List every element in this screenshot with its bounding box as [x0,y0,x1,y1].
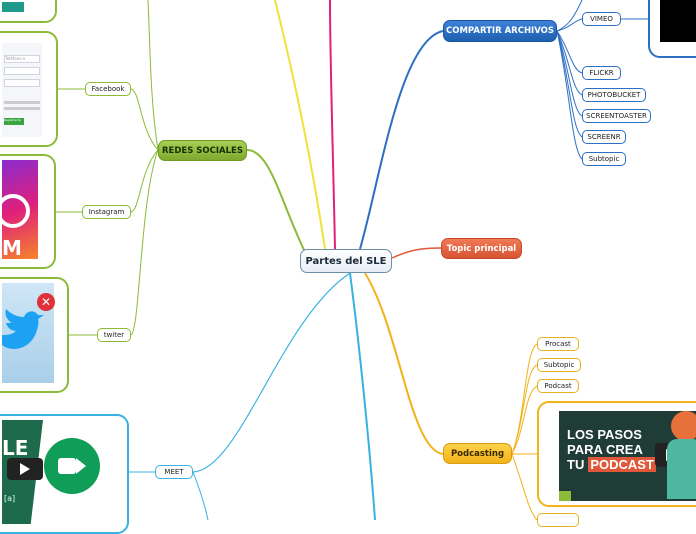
podcast-image-frame: LOS PASOS PARA CREA TU PODCAST [537,401,696,507]
podcast-person-body [667,439,696,499]
subtopic-photobucket[interactable]: PHOTOBUCKET [582,88,646,102]
meet-banner-letters: LE [2,436,29,460]
podcast-corner-icon [559,491,571,501]
facebook-signup-image: Teléfono o correo Registrarte [2,43,42,137]
subtopic-podcast-bottom[interactable] [537,513,579,527]
subtopic-screentoaster[interactable]: SCREENTOASTER [582,109,651,123]
instagram-letter: M [2,236,22,260]
central-topic[interactable]: Partes del SLE [300,249,392,273]
play-button[interactable] [7,458,43,480]
podcast-person-image [671,411,696,441]
subtopic-screenr[interactable]: SCREENR [582,130,626,144]
instagram-lens-icon [0,194,30,228]
meet-banner-sub: [a] [4,494,16,503]
podcast-line-3: TU [567,457,585,472]
play-icon [20,463,30,475]
podcast-image: LOS PASOS PARA CREA TU PODCAST [559,411,696,501]
topic-principal[interactable]: Topic principal [441,238,522,259]
podcast-line-2: PARA CREA [567,442,643,457]
subtopic-procast[interactable]: Procast [537,337,579,351]
connector-lines [55,0,648,520]
subtopic-yellow-subtopic[interactable]: Subtopic [537,358,581,372]
subtopic-twiter[interactable]: twiter [97,328,131,342]
facebook-register-button: Registrarte [4,118,24,125]
instagram-image-frame: M [0,154,56,269]
twitter-image: ✕ [2,283,55,383]
topic-compartir-archivos[interactable]: COMPARTIR ARCHIVOS [443,20,557,42]
subtopic-vimeo[interactable]: VIMEO [582,12,621,26]
facebook-field: Teléfono o correo [4,55,40,63]
twitter-image-frame: ✕ [0,277,69,393]
podcast-line-1: LOS PASOS [567,427,642,442]
podcast-line-3-highlight: PODCAST [588,457,656,472]
subtopic-meet[interactable]: MEET [155,465,193,479]
top-left-image-frame [0,0,57,23]
meet-image-frame: LE [a] [0,414,129,534]
google-meet-logo-icon [44,438,100,494]
close-x-icon: ✕ [37,293,55,311]
twitter-bird-icon [2,309,44,349]
subtopic-facebook[interactable]: Facebook [85,82,131,96]
subtopic-podcast[interactable]: Podcast [537,379,579,393]
vimeo-image-frame [648,0,696,58]
instagram-logo-image: M [0,160,38,260]
subtopic-instagram[interactable]: Instagram [82,205,131,219]
subtopic-blue-subtopic[interactable]: Subtopic [582,152,626,166]
top-left-image [2,2,24,12]
subtopic-flickr[interactable]: FLICKR [582,66,621,80]
topic-podcasting[interactable]: Podcasting [443,443,512,464]
topic-redes-sociales[interactable]: REDES SOCIALES [158,140,247,161]
facebook-image-frame: Teléfono o correo Registrarte [0,31,58,147]
vimeo-image [660,0,696,42]
